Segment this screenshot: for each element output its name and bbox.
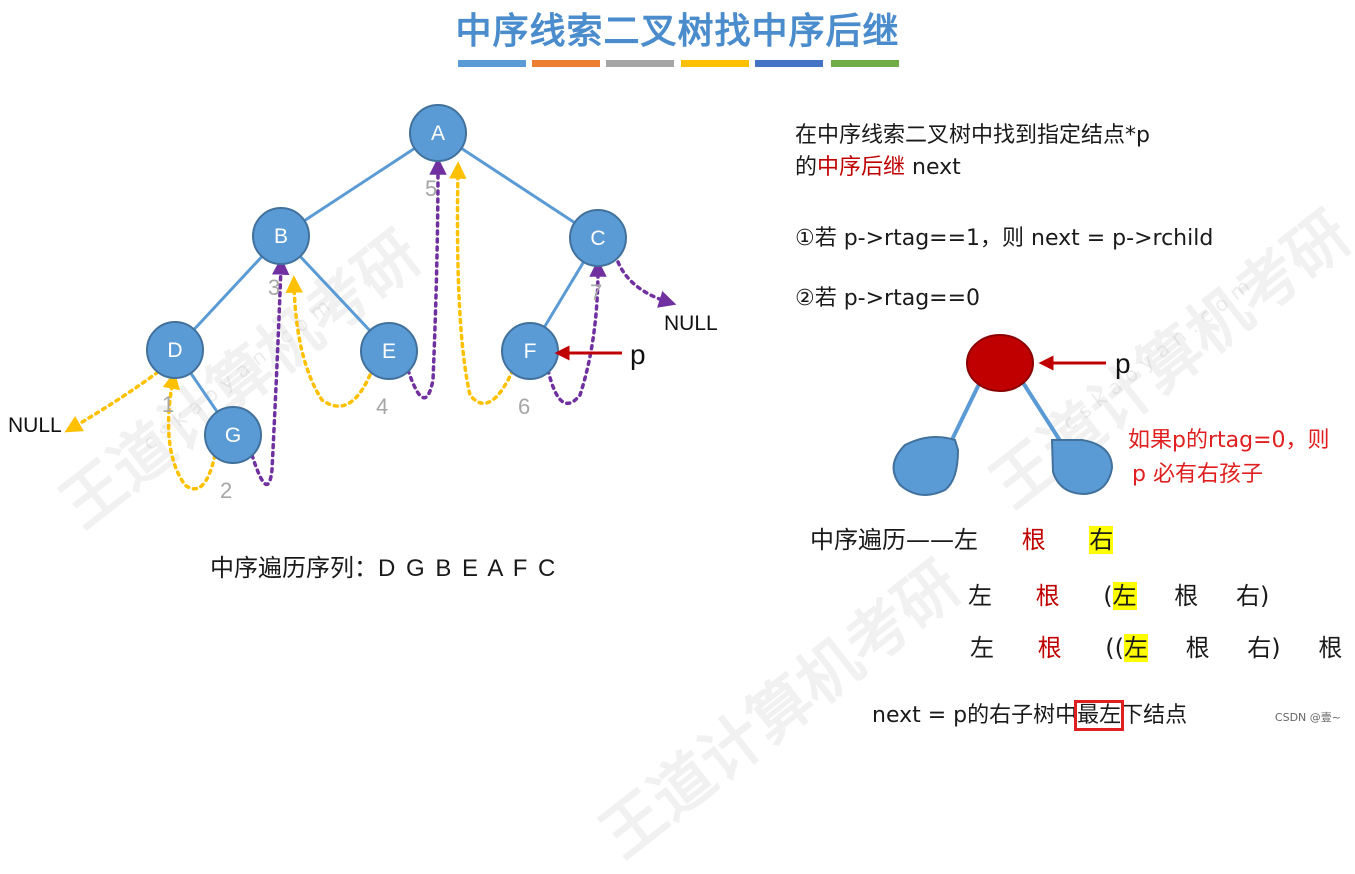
row2-left: 左 (968, 582, 992, 610)
row2-inner-right-group: 右) (1236, 582, 1269, 610)
inorder-row-3: 左 根 ((左 根 右) 根 右) (970, 628, 1355, 663)
description-line1: 在中序线索二叉树中找到指定结点*p (795, 123, 1150, 148)
row1-left: 左 (954, 526, 978, 554)
order-number: 5 (425, 176, 437, 201)
thread-f-pred (449, 161, 515, 406)
thread-g-succ (250, 257, 290, 487)
inorder-row-2: 左 根 (左 根 右) (968, 576, 1269, 611)
node-c: C (569, 209, 627, 267)
thread-f-succ (546, 259, 607, 406)
row2-inner-right: 右 (1235, 582, 1260, 610)
node-e: E (360, 322, 418, 380)
inorder-row-1: 中序遍历——左 根 右 (810, 520, 1114, 555)
note-line2: p 必有右孩子 (1132, 462, 1263, 487)
order-number: 3 (268, 275, 280, 300)
row3-outer-root: 根 (1318, 634, 1343, 662)
traversal-label: 中序遍历序列： (210, 554, 378, 582)
page-title: 中序线索二叉树找中序后继 (455, 11, 900, 52)
row2-inner-root: 根 (1174, 582, 1199, 610)
line2-red: 中序后继 (817, 155, 906, 180)
order-number: 6 (518, 394, 530, 419)
row3-inner-left: 左 (1124, 634, 1149, 662)
next-boxed: 最左 (1074, 700, 1125, 731)
line2-post: next (905, 155, 961, 180)
node-label: F (524, 340, 537, 363)
tree-edges (173, 131, 600, 436)
edge-a-b (280, 131, 439, 238)
line2-pre: 的 (795, 155, 818, 180)
row2-root: 根 (1035, 582, 1060, 610)
row1-right: 右 (1089, 526, 1114, 554)
next-conclusion: next = p的右子树中最左下结点 (872, 697, 1188, 731)
row2-group: (左 (1103, 582, 1137, 610)
row2-open: ( (1103, 582, 1113, 610)
edge-a-c (437, 131, 599, 240)
order-number: 4 (376, 394, 388, 419)
pointer-label-mini: p (1115, 348, 1131, 379)
title-color-bar (532, 60, 600, 67)
node-d: D (146, 321, 204, 379)
row2-close: ) (1259, 582, 1270, 610)
red-node (966, 334, 1034, 392)
null-left-label: NULL (8, 414, 62, 437)
node-label: E (382, 340, 396, 363)
traversal-values: D G B E A F C (378, 555, 558, 582)
thread-c-null (616, 260, 677, 308)
row3-inner-right: 右 (1247, 634, 1272, 662)
next-pre: next = p的右子树中 (872, 703, 1078, 728)
description-line2: 的中序后继 next (795, 149, 961, 181)
threads (64, 157, 677, 491)
row3-inner-right-group: 右) (1247, 634, 1280, 662)
row1-root: 根 (1021, 526, 1046, 554)
order-number: 7 (590, 280, 602, 305)
node-a: A (409, 104, 467, 162)
order-number: 2 (220, 478, 232, 503)
row3-group: ((左 (1105, 634, 1149, 662)
left-subtree-blob (892, 435, 960, 496)
thread-d-null (64, 370, 160, 433)
row3-root: 根 (1037, 634, 1062, 662)
tree-nodes: A B C D E F G (146, 104, 627, 464)
title-color-bar (458, 60, 526, 67)
node-b: B (252, 207, 310, 265)
title-color-bar (606, 60, 674, 67)
title-color-bar (755, 60, 823, 67)
row1-prefix: 中序遍历—— (810, 526, 954, 554)
traversal-sequence: 中序遍历序列：D G B E A F C (210, 548, 557, 583)
node-label: G (225, 424, 241, 447)
node-label: D (167, 339, 182, 362)
thread-g-pred (162, 371, 217, 491)
next-post: 下结点 (1121, 703, 1188, 728)
node-label: C (590, 227, 605, 250)
node-f: F (501, 322, 559, 380)
title-color-bar (681, 60, 749, 67)
right-subtree-blob (1050, 439, 1114, 496)
note-line1: 如果p的rtag=0，则 (1128, 428, 1330, 453)
node-label: A (431, 122, 445, 145)
thread-e-succ (406, 157, 447, 400)
row3-inner-root: 根 (1185, 634, 1210, 662)
title-color-bar (831, 60, 899, 67)
threaded-tree-diagram: A B C D E F G 1 2 3 4 5 6 7 NULL NULL p p (8, 104, 1131, 503)
thread-e-pred (285, 275, 372, 408)
row3-open: (( (1105, 634, 1125, 662)
order-numbers: 1 2 3 4 5 6 7 (162, 176, 602, 503)
node-g: G (204, 406, 262, 464)
row3-left: 左 (970, 634, 994, 662)
row2-inner-left: 左 (1112, 582, 1137, 610)
credit: CSDN @壹~ (1274, 711, 1341, 724)
pointer-label: p (630, 339, 646, 370)
case-1: ①若 p->rtag==1，则 next = p->rchild (795, 226, 1214, 251)
mini-diagram: p (892, 334, 1131, 496)
row3-close-1: ) (1271, 634, 1281, 662)
case-2: ②若 p->rtag==0 (795, 286, 981, 311)
order-number: 1 (162, 392, 174, 417)
null-right-label: NULL (664, 312, 718, 335)
node-label: B (274, 225, 288, 248)
